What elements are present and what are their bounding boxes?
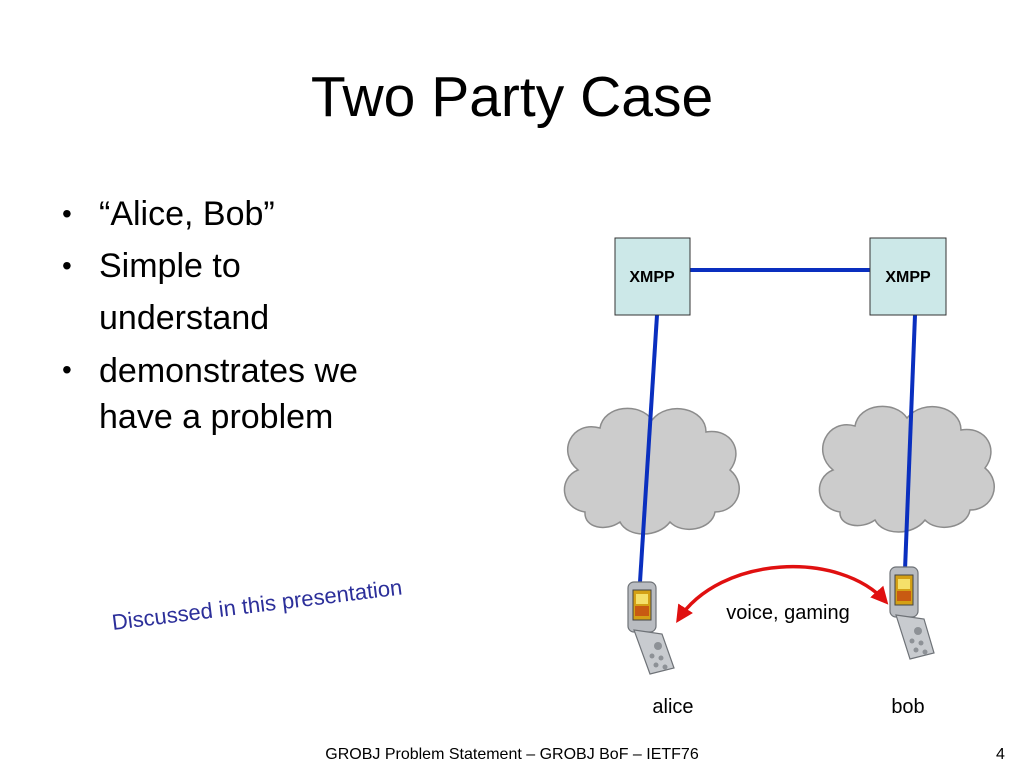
bullet-text: demonstrates we have a problem [99, 352, 358, 436]
bob-uplink [903, 314, 917, 571]
bullet-icon: • [62, 250, 72, 281]
network-cloud-left [563, 407, 740, 535]
bullet-text: Simple to understand [99, 247, 270, 337]
alice-uplink [638, 314, 659, 583]
peer-link-arrow [676, 565, 889, 623]
endpoint-label: alice [652, 696, 693, 718]
bullet-list: • “Alice, Bob” • Simple to understand • … [62, 188, 522, 440]
xmpp-server-left: XMPP [614, 237, 691, 316]
xmpp-server-right: XMPP [869, 237, 947, 316]
bullet-icon: • [62, 354, 72, 385]
bullet-item: • Simple to understand [62, 240, 522, 344]
server-label: XMPP [629, 269, 675, 286]
slide-title: Two Party Case [310, 65, 714, 129]
bullet-icon: • [62, 198, 72, 229]
endpoint-label: bob [891, 696, 924, 718]
bullet-item: • demonstrates we have a problem [62, 344, 522, 440]
server-label: XMPP [885, 269, 931, 286]
peer-link-label: voice, gaming [726, 602, 849, 624]
slide-footer: GROBJ Problem Statement – GROBJ BoF – IE… [325, 746, 699, 763]
mobile-phone-icon [889, 566, 935, 660]
page-number: 4 [996, 746, 1005, 763]
bullet-text: “Alice, Bob” [99, 195, 275, 233]
mobile-phone-icon [627, 581, 675, 675]
bullet-item: • “Alice, Bob” [62, 188, 522, 240]
